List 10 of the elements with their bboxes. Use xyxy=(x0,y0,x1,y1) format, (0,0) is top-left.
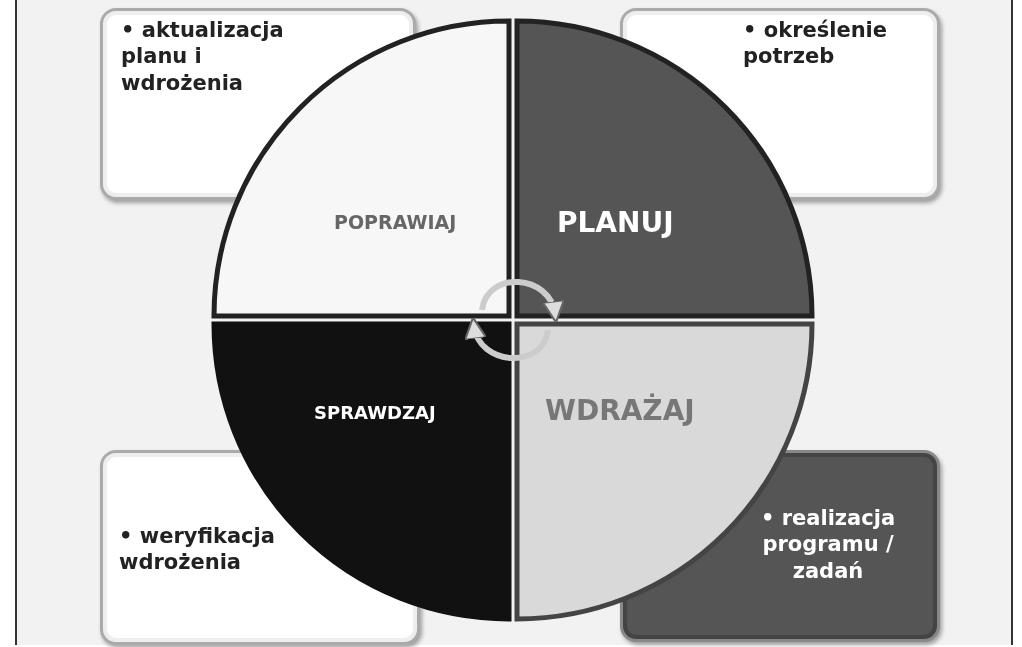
phase-label: SPRAWDZAJ xyxy=(314,402,436,423)
phase-label: POPRAWIAJ xyxy=(334,211,457,233)
bullet-text: • weryfikacja wdrożenia xyxy=(119,523,276,576)
bullet-text: • określenie potrzeb xyxy=(743,17,889,70)
cycle-arrow xyxy=(479,279,564,324)
cycle-arrow xyxy=(465,316,551,361)
phase-label: PLANUJ xyxy=(557,206,674,239)
phase-label: WDRAŻAJ xyxy=(545,394,695,427)
bullet-text: • realizacja programu / zadań xyxy=(759,505,897,584)
bullet-text: • aktualizacja planu i wdrożenia xyxy=(121,17,285,96)
